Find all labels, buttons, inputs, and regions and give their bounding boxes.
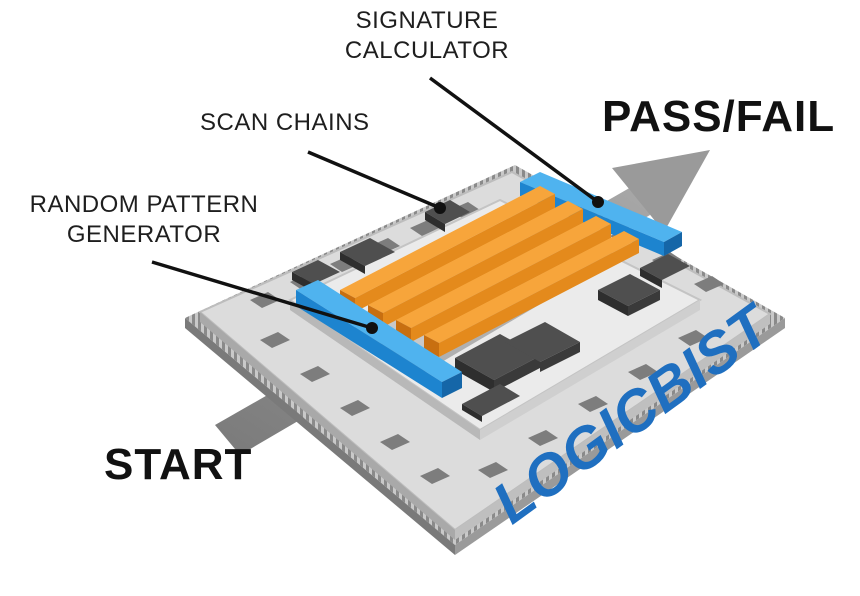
signature-calculator-line-2: CALCULATOR	[344, 37, 510, 64]
scan-chains	[340, 186, 639, 357]
signature-calculator-label: SIGNATURE CALCULATOR	[322, 6, 532, 66]
random-pattern-generator-leader	[151, 260, 373, 330]
leader-lines	[151, 76, 600, 330]
signature-calculator-line-1: SIGNATURE	[355, 7, 499, 34]
random-pattern-generator-line-2: GENERATOR	[66, 221, 222, 248]
scan-chains-leader	[307, 150, 441, 210]
chip-icon	[185, 165, 785, 555]
random-pattern-generator-label: RANDOM PATTERN GENERATOR	[6, 190, 282, 250]
start-label: START	[104, 440, 253, 489]
scan-chains-label: SCAN CHAINS	[200, 109, 370, 136]
signature-calculator-leader	[428, 76, 600, 204]
random-pattern-generator-line-1: RANDOM PATTERN	[29, 191, 259, 218]
pass-fail-label: PASS/FAIL	[602, 92, 836, 141]
